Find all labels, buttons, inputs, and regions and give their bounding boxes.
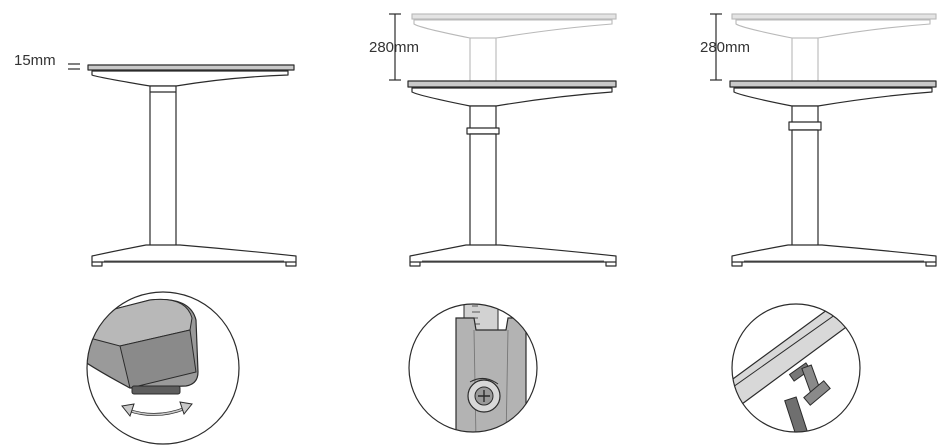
desk-fixed [68, 63, 297, 267]
thickness-label: 15mm [14, 52, 56, 69]
thickness-marker [68, 63, 80, 70]
travel-dimension-left [389, 13, 401, 81]
foot [409, 244, 617, 263]
desk-electric-ghost [411, 13, 617, 83]
frame-arm [733, 87, 933, 107]
column-knob-detail [408, 303, 538, 433]
column [149, 85, 177, 247]
column-collar [466, 127, 500, 135]
foot-glide-detail [86, 291, 240, 445]
travel-label-right: 280mm [700, 39, 751, 56]
travel-dimension-right [710, 13, 722, 81]
desk-electric [407, 80, 617, 267]
hand-crank-detail [731, 303, 861, 433]
frame-arm [411, 87, 613, 107]
column-collar [788, 121, 822, 131]
foot [731, 244, 937, 263]
travel-label-left: 280mm [369, 39, 420, 56]
desk-crank [729, 80, 937, 267]
column-lower [791, 129, 819, 247]
desktop [407, 80, 617, 88]
frame-arm [91, 70, 289, 87]
foot [91, 244, 297, 263]
column-lower [469, 133, 497, 247]
desk-crank-ghost [731, 13, 937, 83]
desktop [87, 64, 295, 71]
desktop [729, 80, 937, 88]
